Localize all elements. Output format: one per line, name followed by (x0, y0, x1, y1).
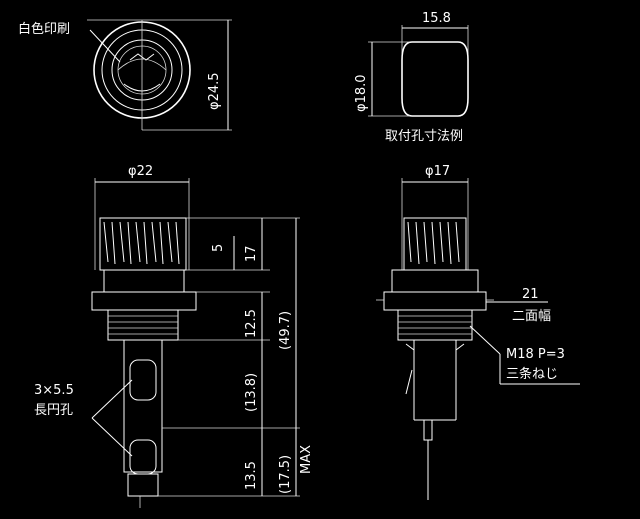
dim-21-label: 21 (522, 287, 539, 302)
white-print-label: 白色印刷 (18, 21, 70, 37)
dim-5-label: 5 (211, 244, 226, 252)
panel-thickness-label: 二面幅 (512, 309, 551, 324)
max-label: MAX (299, 445, 314, 474)
thread-label: M18 P=3 (506, 347, 565, 362)
thread-type-label: 三条ねじ (506, 366, 558, 382)
dim-13-8-label: (13.8) (244, 373, 259, 412)
dim-13-5-label: 13.5 (244, 461, 259, 490)
dim-17-label: 17 (244, 245, 259, 262)
dim-17-5-label: (17.5) (278, 455, 293, 494)
front-view (87, 19, 232, 131)
holes-size-label: 3×5.5 (34, 383, 74, 398)
side-view-left (91, 178, 300, 508)
dim-12-5-label: 12.5 (244, 309, 259, 338)
dia-24-5-label: φ24.5 (207, 72, 222, 110)
mount-hole-label: 取付孔寸法例 (385, 129, 463, 144)
dia-22-label: φ22 (128, 164, 153, 179)
dia-18-0-label: φ18.0 (354, 74, 369, 112)
dia-17-label: φ17 (425, 164, 450, 179)
width-15-8-label: 15.8 (422, 11, 451, 26)
holes-type-label: 長円孔 (34, 403, 73, 418)
side-view-right (376, 178, 580, 500)
dim-49-7-label: (49.7) (278, 311, 293, 350)
mount-hole-view (368, 25, 469, 117)
